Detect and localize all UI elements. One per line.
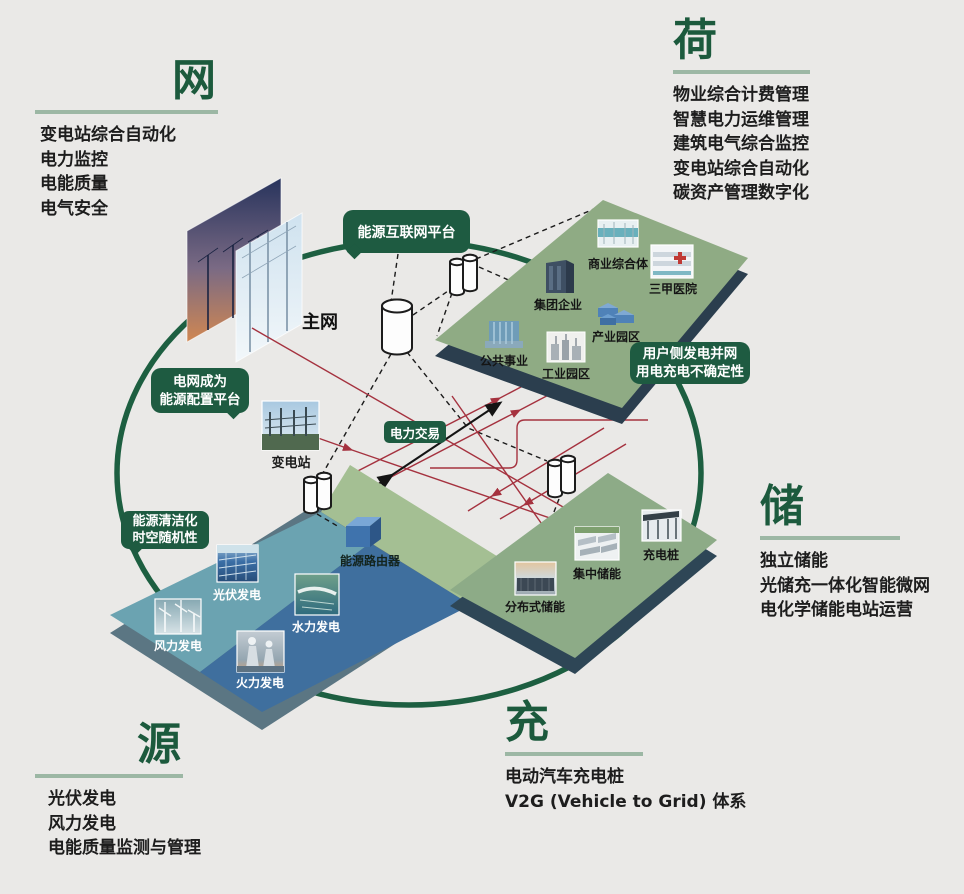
load-item-label: 工业园区 — [541, 367, 591, 381]
list-item: 电气安全 — [40, 198, 108, 219]
section-load-title: 荷 — [673, 15, 717, 66]
source-item-label: 火力发电 — [235, 676, 285, 690]
list-item: 变电站综合自动化 — [40, 125, 176, 146]
central-storage-photo — [574, 526, 620, 561]
badge-label: 用户侧发电并网 — [642, 346, 738, 362]
load-platform — [435, 200, 748, 424]
list-item: 电动汽车充电桩 — [505, 767, 624, 788]
substation-label: 变电站 — [271, 456, 311, 471]
section-grid: 网 变电站综合自动化 电力监控 电能质量 电气安全 — [35, 55, 218, 221]
solar-photo — [216, 544, 259, 583]
user-side-badge: 用户侧发电并网 用电充电不确定性 — [630, 342, 750, 384]
storage-item-label: 充电桩 — [642, 548, 680, 562]
main-grid-label: 主网 — [302, 312, 338, 333]
load-item-label: 三甲医院 — [648, 282, 698, 296]
storage-item-label: 集中储能 — [572, 567, 622, 581]
list-item: 碳资产管理数字化 — [673, 183, 809, 204]
main-grid-photo — [186, 177, 303, 363]
section-source-underline — [35, 774, 183, 779]
grid-role-badge: 电网成为 能源配置平台 — [151, 368, 249, 420]
section-charge: 充 电动汽车充电桩 V2G (Vehicle to Grid) 体系 — [505, 697, 747, 814]
section-charge-underline — [505, 752, 643, 757]
list-item: 电能质量监测与管理 — [48, 838, 201, 859]
list-item: 电能质量 — [40, 174, 108, 195]
load-item-label: 商业综合体 — [587, 257, 649, 271]
list-item: V2G (Vehicle to Grid) 体系 — [505, 791, 747, 812]
clean-energy-badge: 能源清洁化 时空随机性 — [121, 511, 209, 556]
storage-item-label: 分布式储能 — [504, 600, 566, 614]
public-utility-photo — [485, 321, 523, 348]
list-item: 电化学储能电站运营 — [760, 600, 913, 621]
list-item: 建筑电气综合监控 — [673, 134, 809, 155]
energy-router-label: 能源路由器 — [339, 554, 401, 568]
distributed-storage-photo — [514, 561, 557, 596]
source-item-label: 风力发电 — [153, 639, 203, 653]
badge-label: 能源清洁化 — [132, 514, 198, 529]
router-dashed-link — [316, 513, 340, 528]
list-item: 变电站综合自动化 — [673, 158, 809, 179]
list-item: 光储充一体化智能微网 — [760, 575, 930, 596]
badge-label: 用电充电不确定性 — [636, 364, 744, 380]
section-grid-title: 网 — [172, 55, 216, 106]
list-item: 物业综合计费管理 — [673, 85, 809, 106]
charging-pile-photo — [641, 509, 682, 542]
group-enterprise-photo — [546, 260, 574, 293]
industry-park-photo — [598, 303, 634, 325]
section-storage: 储 独立储能 光储充一体化智能微网 电化学储能电站运营 — [760, 481, 930, 623]
load-item-label: 公共事业 — [479, 354, 529, 368]
database-cylinder-icons — [303, 253, 576, 515]
substation-photo — [261, 400, 320, 451]
hydro-photo — [294, 573, 340, 616]
load-item-label: 集团企业 — [533, 298, 583, 312]
source-item-label: 水力发电 — [291, 620, 341, 634]
section-load-underline — [673, 70, 810, 75]
section-charge-title: 充 — [505, 697, 549, 748]
section-storage-title: 储 — [760, 481, 804, 532]
badge-label: 电网成为 — [173, 373, 227, 390]
commercial-complex-photo — [597, 219, 639, 248]
hospital-photo — [650, 244, 694, 279]
industrial-zone-photo — [546, 331, 586, 363]
section-storage-underline — [760, 536, 900, 541]
list-item: 电力监控 — [40, 149, 108, 170]
energy-internet-platform-badge: 能源互联网平台 — [343, 210, 470, 260]
list-item: 智慧电力运维管理 — [673, 109, 809, 130]
badge-label: 能源互联网平台 — [357, 224, 456, 241]
energy-router-icon — [346, 517, 381, 547]
section-grid-underline — [35, 110, 218, 115]
badge-label: 时空随机性 — [132, 531, 198, 546]
badge-label: 电力交易 — [389, 425, 440, 441]
section-source: 源 光伏发电 风力发电 电能质量监测与管理 — [35, 719, 201, 861]
thermal-photo — [236, 630, 285, 673]
list-item: 独立储能 — [760, 551, 828, 572]
badge-label: 能源配置平台 — [159, 391, 241, 408]
section-load: 荷 物业综合计费管理 智慧电力运维管理 建筑电气综合监控 变电站综合自动化 碳资… — [673, 15, 810, 206]
list-item: 光伏发电 — [48, 789, 116, 810]
load-item-label: 产业园区 — [591, 330, 641, 344]
section-source-title: 源 — [137, 719, 181, 770]
source-item-label: 光伏发电 — [212, 588, 262, 602]
power-trade-badge: 电力交易 — [384, 421, 446, 443]
list-item: 风力发电 — [48, 813, 116, 834]
wind-photo — [154, 598, 202, 635]
